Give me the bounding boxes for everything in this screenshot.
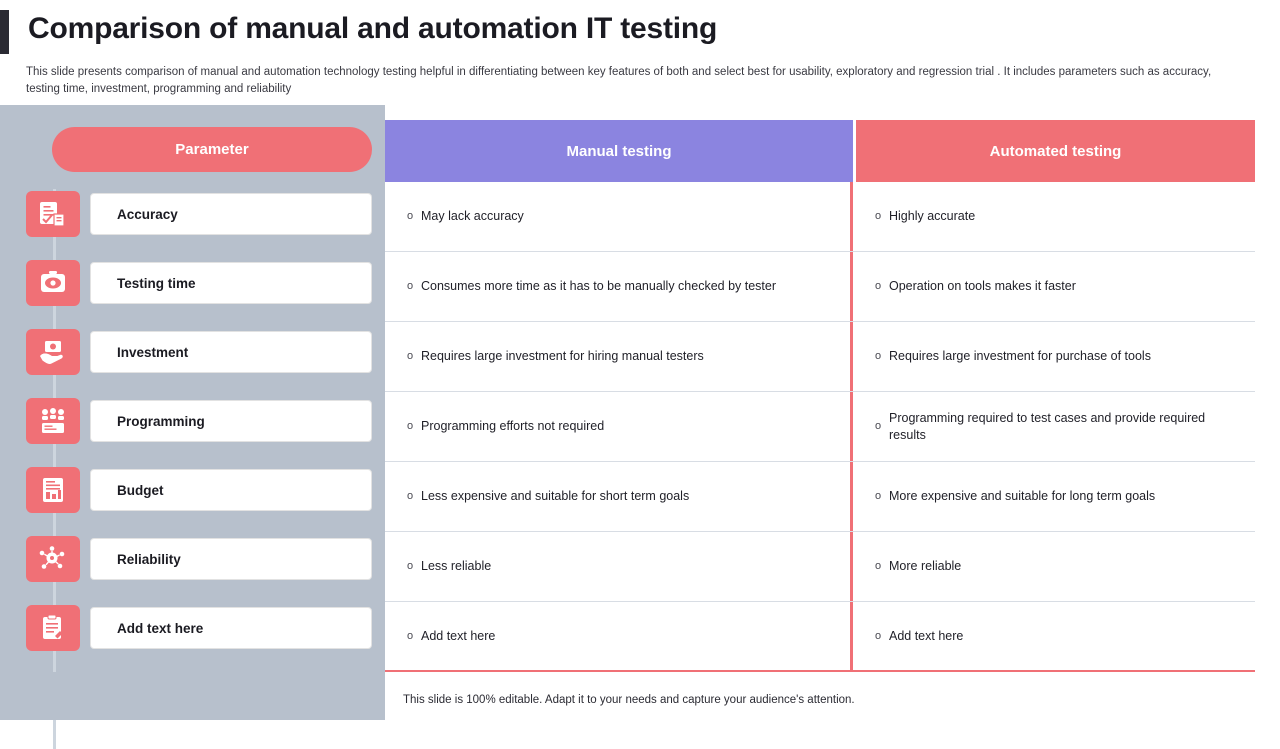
parameter-panel: Parameter Accuracy <box>0 105 385 749</box>
panel-bottom-fill <box>0 672 385 720</box>
table-row: o Add text here o Add text here <box>385 602 1255 672</box>
bullet-marker: o <box>407 560 414 572</box>
parameter-row-programming[interactable]: Programming <box>26 398 372 444</box>
reliability-gear-icon <box>26 536 80 582</box>
money-hand-icon <box>26 329 80 375</box>
parameter-row-budget[interactable]: Budget <box>26 467 372 513</box>
table-row: o Programming efforts not required o Pro… <box>385 392 1255 462</box>
bullet-marker: o <box>875 280 882 292</box>
cell-text: Highly accurate <box>889 209 976 223</box>
table-cell-automated: o More reliable <box>853 532 1252 601</box>
bullet-marker: o <box>407 350 414 362</box>
bullet-marker: o <box>407 629 414 642</box>
cell-text: May lack accuracy <box>421 209 524 223</box>
cell-text: More expensive and suitable for long ter… <box>889 489 1156 503</box>
table-header-automated: Automated testing <box>856 120 1255 182</box>
parameter-row-accuracy[interactable]: Accuracy <box>26 191 372 237</box>
table-cell-manual: o Less reliable <box>385 532 853 601</box>
cell-text: Less reliable <box>421 559 492 573</box>
parameter-label-add-text-here: Add text here <box>90 607 372 649</box>
parameter-row-add-text-here[interactable]: Add text here <box>26 605 372 651</box>
table-row: o Consumes more time as it has to be man… <box>385 252 1255 322</box>
parameter-label-reliability: Reliability <box>90 538 372 580</box>
table-cell-automated: o More expensive and suitable for long t… <box>853 462 1252 531</box>
cell-text: Requires large investment for purchase o… <box>889 349 1151 363</box>
table-header-manual: Manual testing <box>385 120 856 182</box>
bullet-marker: o <box>875 629 882 642</box>
table-cell-manual: o Consumes more time as it has to be man… <box>385 252 853 321</box>
parameter-label-testing-time: Testing time <box>90 262 372 304</box>
parameter-label-accuracy: Accuracy <box>90 193 372 235</box>
table-cell-automated: o Highly accurate <box>853 182 1252 251</box>
cell-text: Requires large investment for hiring man… <box>421 349 704 363</box>
table-row: o Less expensive and suitable for short … <box>385 462 1255 532</box>
page-title: Comparison of manual and automation IT t… <box>28 12 718 45</box>
title-accent-bar <box>0 10 9 54</box>
table-row: o May lack accuracy o Highly accurate <box>385 182 1255 252</box>
bullet-marker: o <box>875 420 882 432</box>
table-cell-manual: o Requires large investment for hiring m… <box>385 322 853 391</box>
cell-text: Less expensive and suitable for short te… <box>421 489 690 503</box>
table-cell-automated: o Requires large investment for purchase… <box>853 322 1252 391</box>
table-cell-automated: o Add text here <box>853 602 1252 670</box>
cell-text: More reliable <box>889 559 962 573</box>
cell-text: Add text here <box>421 628 496 643</box>
table-row: o Less reliable o More reliable <box>385 532 1255 602</box>
bullet-marker: o <box>875 210 882 222</box>
team-network-icon <box>26 398 80 444</box>
cell-text: Operation on tools makes it faster <box>889 279 1076 293</box>
table-row: o Requires large investment for hiring m… <box>385 322 1255 392</box>
footer-note: This slide is 100% editable. Adapt it to… <box>403 694 855 706</box>
bullet-marker: o <box>407 210 414 222</box>
stopwatch-icon <box>26 260 80 306</box>
bullet-marker: o <box>407 490 414 502</box>
bullet-marker: o <box>407 280 414 292</box>
bullet-marker: o <box>875 560 882 572</box>
cell-text: Add text here <box>889 628 964 643</box>
table-cell-manual: o Less expensive and suitable for short … <box>385 462 853 531</box>
bullet-marker: o <box>407 420 414 432</box>
parameter-label-budget: Budget <box>90 469 372 511</box>
cell-text: Programming efforts not required <box>421 419 605 433</box>
table-body: o May lack accuracy o Highly accurate o … <box>385 182 1255 672</box>
parameter-header: Parameter <box>52 127 372 172</box>
parameter-row-investment[interactable]: Investment <box>26 329 372 375</box>
slide: Comparison of manual and automation IT t… <box>0 10 1255 749</box>
clipboard-icon <box>26 605 80 651</box>
parameter-row-reliability[interactable]: Reliability <box>26 536 372 582</box>
table-cell-automated: o Programming required to test cases and… <box>853 392 1252 461</box>
bullet-marker: o <box>875 350 882 362</box>
parameter-label-programming: Programming <box>90 400 372 442</box>
table-header-row: Manual testing Automated testing <box>385 120 1255 182</box>
parameter-row-testing-time[interactable]: Testing time <box>26 260 372 306</box>
budget-report-icon <box>26 467 80 513</box>
table-cell-manual: o May lack accuracy <box>385 182 853 251</box>
table-cell-manual: o Add text here <box>385 602 853 670</box>
table-cell-automated: o Operation on tools makes it faster <box>853 252 1252 321</box>
parameter-label-investment: Investment <box>90 331 372 373</box>
bullet-marker: o <box>875 490 882 502</box>
cell-text: Consumes more time as it has to be manua… <box>421 279 777 293</box>
cell-text: Programming required to test cases and p… <box>889 410 1206 442</box>
slide-subtitle: This slide presents comparison of manual… <box>26 66 1212 95</box>
table-cell-manual: o Programming efforts not required <box>385 392 853 461</box>
document-check-icon <box>26 191 80 237</box>
